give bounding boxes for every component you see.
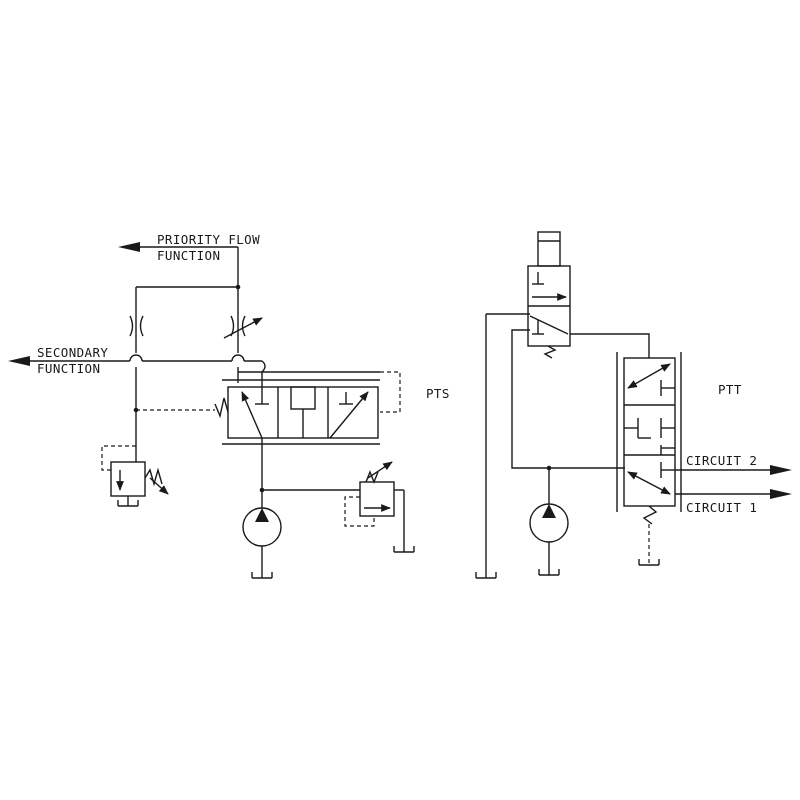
priority-flow-line [118, 242, 239, 287]
priority-flow-label-1: PRIORITY FLOW [157, 232, 260, 247]
circuit-1-line [675, 489, 792, 499]
ptt-circuit: PTT CIRCUIT 2 CIRCUIT 1 [475, 231, 792, 579]
ptt-label: PTT [718, 382, 742, 397]
pump-feed-line [511, 329, 625, 469]
pilot-dashed-right [380, 371, 401, 413]
priority-valve [214, 379, 380, 445]
main-relief-valve [262, 461, 415, 553]
secondary-label-1: SECONDARY [37, 345, 108, 360]
circuit-1-label: CIRCUIT 1 [686, 500, 757, 515]
pilot-line-ptt [570, 333, 650, 358]
priority-flow-label-2: FUNCTION [157, 248, 220, 263]
pts-circuit: PRIORITY FLOW FUNCTION SECONDARY [8, 232, 450, 579]
pump-right [529, 468, 569, 576]
secondary-label-2: FUNCTION [37, 361, 100, 376]
circuit-2-line [675, 465, 792, 475]
pts-label: PTS [426, 386, 450, 401]
pump-left [242, 438, 282, 579]
circuit-2-label: CIRCUIT 2 [686, 453, 757, 468]
secondary-relief-valve [101, 445, 169, 507]
fixed-orifice [129, 287, 144, 353]
secondary-function-line [8, 354, 262, 366]
adjustable-orifice [223, 287, 263, 353]
solenoid-valve [527, 231, 571, 359]
ptt-valve [616, 352, 682, 566]
solenoid-tank-line [475, 313, 530, 579]
